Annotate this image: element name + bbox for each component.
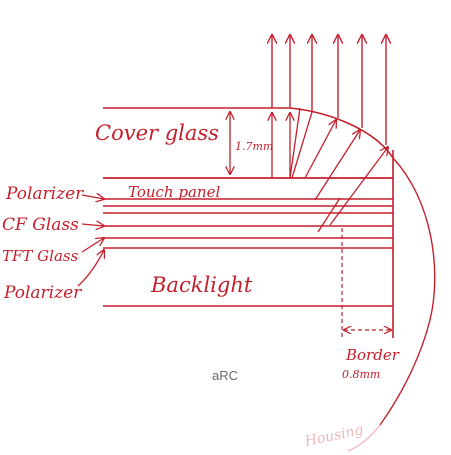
housing-curve-faint [347,424,381,452]
tft-glass-pointer [81,238,104,253]
border-width-label: 0.8mm [342,368,380,381]
refracted-ray [314,130,360,201]
housing-curve-dark [379,157,436,426]
refracted-ray [329,147,388,226]
tft-glass-label: TFT Glass [2,247,79,265]
caption-text: aRC [212,368,238,383]
cf-glass-label: CF Glass [2,215,79,235]
cf-glass-pointer [81,224,104,226]
housing-label: Housing [303,422,365,450]
polarizer-bottom-label: Polarizer [3,283,82,303]
polarizer-top-pointer [81,195,104,199]
backlight-label: Backlight [150,273,253,297]
refracted-ray [289,107,301,179]
border-label: Border [345,346,400,364]
thickness-label: 1.7mm [235,140,273,153]
cover-glass-label: Cover glass [95,121,219,145]
refracted-ray [291,111,313,179]
refracted-ray [304,120,336,179]
polarizer-bottom-pointer [77,250,104,287]
polarizer-top-label: Polarizer [5,184,84,204]
touch-panel-label: Touch panel [128,183,220,201]
refracted-ray [317,197,341,233]
